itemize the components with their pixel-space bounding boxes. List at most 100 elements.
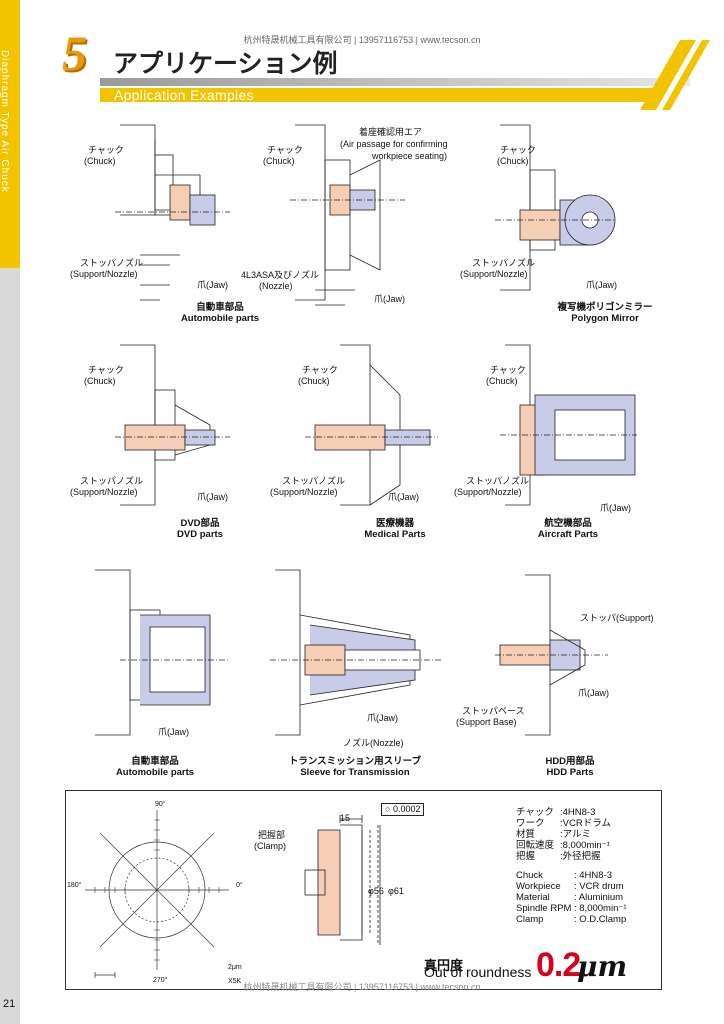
fig6-jaw-label: 爪(Jaw) bbox=[600, 503, 631, 513]
fig1-nozzle-label-en: (Support/Nozzle) bbox=[70, 269, 138, 279]
spec-en-key: Clamp bbox=[516, 914, 544, 925]
fig7-caption-en: Automobile parts bbox=[115, 767, 195, 778]
spec-jp-key: 把握 bbox=[516, 851, 536, 862]
side-label: Diaphragm Type Air Chuck bbox=[0, 50, 10, 193]
drawing-dim-width: 15 bbox=[340, 813, 351, 823]
polar-angle-180: 180° bbox=[67, 882, 82, 889]
spec-box bbox=[65, 790, 662, 990]
drawing-diam-inner: φ56 bbox=[368, 886, 384, 896]
fig9-support-label: ストッパ(Support) bbox=[580, 613, 654, 623]
fig4-chuck-label-en: (Chuck) bbox=[84, 376, 116, 386]
roundness-label-jp: 真円度 bbox=[424, 958, 464, 973]
fig4-nozzle-label-en: (Support/Nozzle) bbox=[70, 487, 138, 497]
fig4-caption-en: DVD parts bbox=[177, 529, 223, 540]
fig1-chuck-label-en: (Chuck) bbox=[84, 156, 116, 166]
spec-jp-key: 回転速度 bbox=[516, 840, 555, 851]
fig5-nozzle-label: ストッパノズル bbox=[282, 476, 346, 486]
spec-jp-value: :8,000min⁻¹ bbox=[560, 840, 610, 851]
fig2-air-label: 着座確認用エア bbox=[359, 127, 423, 137]
page-subtitle: Application Examples bbox=[114, 87, 254, 103]
fig5-chuck-label: チャック bbox=[302, 365, 338, 375]
fig3-nozzle-label: ストッパノズル bbox=[472, 258, 536, 268]
fig4-chuck-label: チャック bbox=[88, 365, 124, 375]
fig7-jaw-label: 爪(Jaw) bbox=[158, 727, 189, 737]
drawing-tolerance-box: ○ 0.0002 bbox=[381, 803, 425, 816]
fig2-nozzle-label: 4L3ASA及びノズル bbox=[241, 270, 320, 280]
fig7-caption-jp: 自動車部品 bbox=[131, 756, 179, 767]
roundness-unit: μm bbox=[577, 950, 628, 983]
fig1-caption-en: Automobile parts bbox=[180, 313, 260, 324]
fig2-jaw-label: 爪(Jaw) bbox=[374, 294, 405, 304]
fig1-caption-jp: 自動車部品 bbox=[196, 302, 244, 313]
fig4-jaw-label: 爪(Jaw) bbox=[197, 492, 228, 502]
spec-en-value: : O.D.Clamp bbox=[574, 914, 627, 925]
fig3-caption-jp: 複写機ポリゴンミラー bbox=[557, 302, 653, 313]
fig8-nozzle-label: ノズル(Nozzle) bbox=[343, 738, 404, 748]
fig3-nozzle-label-en: (Support/Nozzle) bbox=[460, 269, 528, 279]
fig1-jaw-label: 爪(Jaw) bbox=[197, 280, 228, 290]
fig2-nozzle-label-en: (Nozzle) bbox=[259, 281, 293, 291]
fig5-nozzle-label-en: (Support/Nozzle) bbox=[270, 487, 338, 497]
fig5-caption-en: Medical Parts bbox=[364, 529, 426, 540]
figure-1-drawing bbox=[115, 124, 230, 301]
fig2-chuck-label-en: (Chuck) bbox=[263, 156, 295, 166]
corner-stripe-icon bbox=[640, 40, 710, 110]
section-number: 5 bbox=[62, 25, 87, 81]
header-source-line: 杭州特晟机械工具有限公司 | 13957116753 | www.tecson.… bbox=[243, 35, 481, 45]
fig4-nozzle-label: ストッパノズル bbox=[80, 476, 144, 486]
title-gray-bar bbox=[100, 78, 690, 86]
fig3-chuck-label-en: (Chuck) bbox=[497, 156, 529, 166]
roundness-value: 0.2 bbox=[536, 946, 581, 984]
title-subtitle-bar: Application Examples bbox=[100, 88, 670, 102]
fig3-jaw-label: 爪(Jaw) bbox=[586, 280, 617, 290]
fig9-caption-jp: HDD用部品 bbox=[545, 756, 595, 767]
spec-jp-key: チャック bbox=[516, 807, 554, 818]
figure-8-drawing bbox=[270, 569, 443, 736]
fig4-caption-jp: DVD部品 bbox=[180, 518, 220, 529]
figure-7-drawing bbox=[95, 569, 228, 736]
fig8-caption-jp: トランスミッション用スリーブ bbox=[288, 756, 422, 767]
spec-en-key: Chuck bbox=[516, 870, 543, 881]
polar-angle-90: 90° bbox=[155, 801, 166, 808]
fig1-nozzle-label: ストッパノズル bbox=[80, 258, 144, 268]
fig3-chuck-label: チャック bbox=[500, 145, 536, 155]
figure-2-drawing bbox=[290, 124, 405, 306]
drawing-clamp-label: 把握部 bbox=[258, 830, 286, 840]
figure-9-drawing bbox=[495, 574, 608, 736]
fig9-base-label: ストッパベース bbox=[462, 706, 525, 716]
spec-jp-value: :外径把握 bbox=[560, 851, 601, 862]
polar-scale-value: 2μm bbox=[228, 964, 242, 971]
drawing-clamp-label-en: (Clamp) bbox=[254, 841, 287, 851]
page-number: 21 bbox=[3, 998, 16, 1010]
spec-jp-key: 材質 bbox=[516, 829, 536, 840]
drawing-tolerance: 0.0002 bbox=[392, 804, 421, 814]
fig6-nozzle-label-en: (Support/Nozzle) bbox=[454, 487, 522, 497]
figure-5-drawing bbox=[305, 344, 438, 506]
roundness-polar-chart bbox=[85, 810, 229, 978]
spec-en-value: : 4HN8-3 bbox=[574, 870, 613, 881]
spec-en-value: : Aluminium bbox=[574, 892, 624, 903]
fig8-caption-en: Sleeve for Transmission bbox=[300, 767, 410, 778]
fig1-chuck-label: チャック bbox=[88, 145, 124, 155]
spec-en-key: Workpiece bbox=[516, 881, 561, 892]
polar-scale-mag: X5K bbox=[228, 978, 242, 985]
side-section-tab bbox=[0, 0, 20, 268]
figure-4-drawing bbox=[115, 344, 230, 506]
fig5-chuck-label-en: (Chuck) bbox=[298, 376, 330, 386]
figure-6-drawing bbox=[500, 344, 637, 506]
fig9-jaw-label: 爪(Jaw) bbox=[578, 688, 609, 698]
spec-jp-key: ワーク bbox=[516, 818, 545, 829]
fig6-chuck-label: チャック bbox=[490, 365, 526, 375]
fig8-jaw-label: 爪(Jaw) bbox=[367, 713, 398, 723]
spec-en-key: Material bbox=[516, 892, 550, 903]
figure-3-drawing bbox=[495, 124, 616, 291]
fig6-caption-en: Aircraft Parts bbox=[537, 529, 599, 540]
spec-en-value: : 8,000min⁻¹ bbox=[574, 903, 627, 914]
page-title: アプリケーション例 bbox=[113, 50, 338, 78]
fig2-chuck-label: チャック bbox=[267, 145, 303, 155]
fig5-caption-jp: 医療機器 bbox=[375, 518, 414, 529]
circularity-icon: ○ bbox=[385, 804, 393, 814]
fig2-air-label-en1: (Air passage for confirming bbox=[340, 139, 448, 149]
fig6-caption-jp: 航空機部品 bbox=[544, 518, 592, 529]
spec-en-key: Spindle RPM bbox=[516, 903, 572, 914]
